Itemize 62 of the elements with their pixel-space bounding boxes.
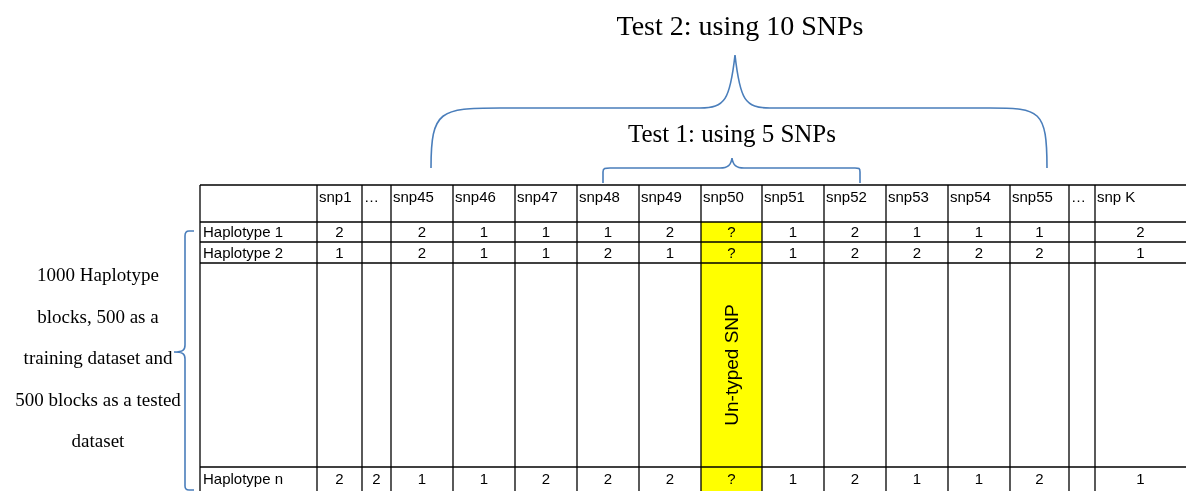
test-heading: Test 1: using 5 SNPs xyxy=(628,119,836,149)
cell-value: 2 xyxy=(603,243,613,262)
column-header: snp1 xyxy=(319,188,352,206)
cell-value: 1 xyxy=(541,243,551,262)
row-header: Haplotype n xyxy=(203,470,284,488)
cell-value: 1 xyxy=(1136,470,1145,488)
cell-value: 2 xyxy=(603,470,613,488)
cell-value: 2 xyxy=(372,470,381,488)
cell-value: 2 xyxy=(665,223,675,241)
column-header: … xyxy=(1071,188,1086,206)
cell-value: ? xyxy=(727,470,736,488)
test-heading: Test 2: using 10 SNPs xyxy=(616,9,864,43)
cell-value: 2 xyxy=(850,223,860,241)
cell-value: 2 xyxy=(1035,243,1044,262)
row-header: Haplotype 1 xyxy=(203,223,284,241)
cell-value: 1 xyxy=(665,243,675,262)
cell-value: 2 xyxy=(850,470,860,488)
cell-value: 2 xyxy=(1136,223,1145,241)
column-header: snp47 xyxy=(517,188,558,206)
column-header: snp48 xyxy=(579,188,620,206)
cell-value: 2 xyxy=(1035,470,1044,488)
cell-value: 1 xyxy=(541,223,551,241)
vertical-label: Un-typed SNP xyxy=(720,304,743,426)
cell-value: 2 xyxy=(850,243,860,262)
cell-value: 1 xyxy=(974,223,984,241)
cell-value: 2 xyxy=(974,243,984,262)
column-header: snp K xyxy=(1097,188,1136,206)
column-header: snp50 xyxy=(703,188,744,206)
cell-value: ? xyxy=(727,223,736,241)
cell-value: 1 xyxy=(417,470,427,488)
cell-value: 1 xyxy=(479,243,489,262)
cell-value: 1 xyxy=(788,223,798,241)
dataset-description: 1000 Haplotype blocks, 500 as a training dataset and 500 blocks as a tested dataset xyxy=(14,263,182,453)
cell-value: 1 xyxy=(788,470,798,488)
cell-value: 1 xyxy=(1136,243,1145,262)
cell-value: 2 xyxy=(912,243,922,262)
cell-value: 2 xyxy=(417,243,427,262)
column-header: snp54 xyxy=(950,188,991,206)
cell-value: ? xyxy=(727,243,736,262)
cell-value: 2 xyxy=(417,223,427,241)
cell-value: 1 xyxy=(912,470,922,488)
cell-value: 1 xyxy=(479,223,489,241)
cell-value: 1 xyxy=(912,223,922,241)
column-header: snp53 xyxy=(888,188,929,206)
column-header: snp46 xyxy=(455,188,496,206)
cell-value: 2 xyxy=(335,223,344,241)
column-header: snp51 xyxy=(764,188,805,206)
column-header: snp45 xyxy=(393,188,434,206)
cell-value: 1 xyxy=(1035,223,1044,241)
cell-value: 1 xyxy=(788,243,798,262)
cell-value: 2 xyxy=(665,470,675,488)
column-header: … xyxy=(364,188,379,206)
cell-value: 1 xyxy=(479,470,489,488)
cell-value: 1 xyxy=(603,223,613,241)
column-header: snp49 xyxy=(641,188,682,206)
cell-value: 2 xyxy=(335,470,344,488)
cell-value: 1 xyxy=(335,243,344,262)
cell-value: 1 xyxy=(974,470,984,488)
cell-value: 2 xyxy=(541,470,551,488)
column-header: snp52 xyxy=(826,188,867,206)
column-header: snp55 xyxy=(1012,188,1053,206)
row-header: Haplotype 2 xyxy=(203,243,284,262)
